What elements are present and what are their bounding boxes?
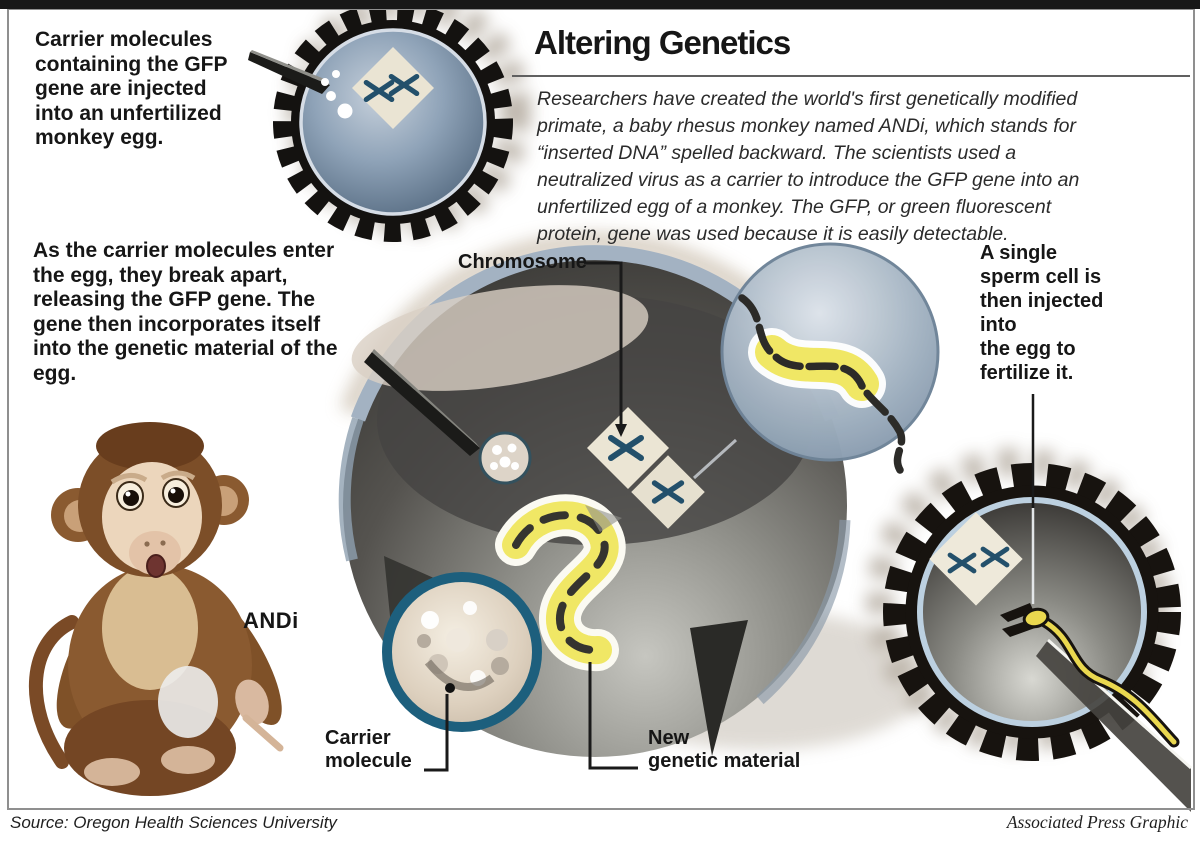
injection-needle-icon — [364, 349, 480, 456]
agency-credit: Associated Press Graphic — [1006, 812, 1188, 832]
sperm-cell-icon — [1000, 603, 1180, 748]
graphic-title: Altering Genetics — [534, 24, 791, 61]
source-credit: Source: Oregon Health Sciences Universit… — [10, 813, 337, 832]
sperm-injection-illustration — [866, 448, 1193, 812]
dna-inset-illustration — [720, 242, 940, 474]
injection-needle-icon — [248, 50, 330, 94]
unfertilized-egg-illustration — [248, 0, 531, 242]
title-rule — [512, 75, 1190, 77]
gfp-gene-illustration — [495, 494, 626, 671]
chromosome-label: Chromosome — [458, 251, 587, 273]
step-1-text: Carrier molecules containing the GFP gen… — [35, 28, 228, 149]
monkey-photo — [28, 422, 284, 796]
step-2-text: As the carrier molecules enter the egg, … — [33, 239, 338, 385]
step-3-text: A single sperm cell is then injected int… — [980, 242, 1104, 384]
chromosome-leader — [584, 261, 623, 424]
new-genetic-leader — [588, 662, 638, 770]
carrier-molecule-illustration — [382, 572, 542, 732]
egg-cross-section-illustration — [338, 231, 930, 757]
carrier-molecule-label: Carrier molecule — [325, 727, 412, 772]
top-border-bar — [0, 0, 1200, 9]
new-genetic-material-label: New genetic material — [648, 727, 801, 772]
monkey-name-label: ANDi — [243, 608, 299, 633]
small-carrier-molecule-icon — [478, 431, 532, 485]
carrier-leader — [424, 694, 449, 772]
leader-lines — [424, 261, 1035, 772]
egg-crack — [690, 620, 748, 756]
injected-carrier-dots — [321, 70, 353, 119]
intro-paragraph: Researchers have created the world's fir… — [537, 88, 1080, 245]
